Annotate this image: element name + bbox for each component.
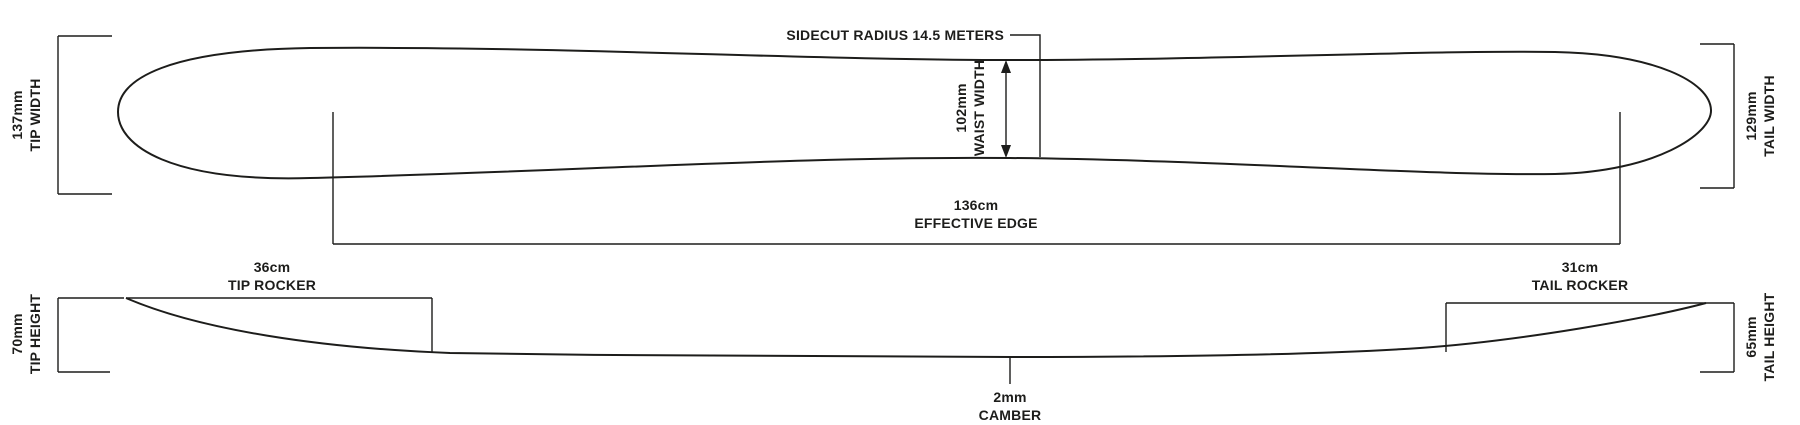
waist-width-label: WAIST WIDTH — [971, 60, 987, 156]
waist-width-arrowhead-top — [1001, 60, 1011, 73]
tip-rocker-dimension: 36cm TIP ROCKER — [126, 259, 433, 353]
camber-label: CAMBER — [979, 407, 1042, 423]
waist-width-dimension: 102mm WAIST WIDTH — [953, 60, 1011, 158]
top-view: 137mm TIP WIDTH SIDECUT RADIUS 14.5 METE… — [9, 27, 1777, 245]
tip-rocker-label: TIP ROCKER — [228, 277, 316, 293]
tail-height-value: 65mm — [1743, 316, 1759, 357]
tail-width-value: 129mm — [1743, 91, 1759, 140]
tip-height-dimension: 70mm TIP HEIGHT — [9, 294, 124, 375]
sidecut-radius-label: SIDECUT RADIUS 14.5 METERS — [786, 27, 1004, 43]
ski-top-outline — [116, 46, 1713, 180]
waist-width-value: 102mm — [953, 83, 969, 132]
tip-height-value: 70mm — [9, 313, 25, 354]
camber-dimension: 2mm CAMBER — [979, 357, 1042, 423]
tail-rocker-label: TAIL ROCKER — [1532, 277, 1629, 293]
waist-width-arrowhead-bottom — [1001, 145, 1011, 158]
effective-edge-label: EFFECTIVE EDGE — [914, 215, 1037, 231]
tail-height-dimension: 65mm TAIL HEIGHT — [1700, 292, 1777, 381]
tip-width-label: TIP WIDTH — [27, 78, 43, 151]
ski-profile-curve — [125, 297, 1707, 359]
tip-width-value: 137mm — [9, 90, 25, 139]
profile-view: 70mm TIP HEIGHT 36cm TIP ROCKER 31cm TAI… — [9, 259, 1777, 423]
effective-edge-dimension: 136cm EFFECTIVE EDGE — [332, 112, 1621, 245]
tail-rocker-value: 31cm — [1562, 259, 1599, 275]
tip-rocker-value: 36cm — [254, 259, 291, 275]
tip-width-dimension: 137mm TIP WIDTH — [9, 35, 112, 195]
tail-height-label: TAIL HEIGHT — [1761, 292, 1777, 381]
sidecut-radius-annotation: SIDECUT RADIUS 14.5 METERS — [786, 27, 1041, 157]
effective-edge-value: 136cm — [954, 197, 999, 213]
camber-value: 2mm — [993, 389, 1026, 405]
sidecut-leader-line — [1010, 34, 1041, 157]
tail-width-label: TAIL WIDTH — [1761, 75, 1777, 157]
tip-height-label: TIP HEIGHT — [27, 294, 43, 375]
tail-rocker-dimension: 31cm TAIL ROCKER — [1445, 259, 1706, 352]
tail-width-dimension: 129mm TAIL WIDTH — [1700, 43, 1777, 189]
